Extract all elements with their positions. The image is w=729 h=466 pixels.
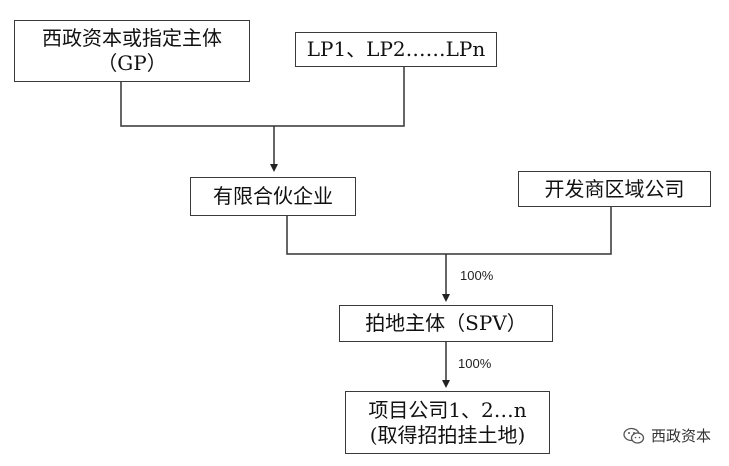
- percentage-label-spv: 100%: [460, 268, 494, 283]
- watermark: 西政资本: [623, 425, 711, 446]
- partnership-box-label: 有限合伙企业: [213, 184, 333, 208]
- gp-box: 西政资本或指定主体 （GP）: [14, 20, 250, 82]
- gp-box-line2: （GP）: [97, 51, 167, 75]
- spv-box-label: 拍地主体（SPV）: [365, 311, 527, 335]
- developer-box-label: 开发商区域公司: [544, 176, 685, 201]
- gp-box-line1: 西政资本或指定主体: [42, 26, 222, 50]
- project-box-line1: 项目公司1、2…n: [368, 397, 527, 422]
- connector-gp-lp: [120, 67, 405, 127]
- lp-box: LP1、LP2……LPn: [295, 32, 497, 67]
- project-box-line2: (取得招拍挂土地): [369, 422, 526, 447]
- spv-box: 拍地主体（SPV）: [339, 305, 553, 342]
- partnership-box: 有限合伙企业: [190, 177, 356, 216]
- lp-box-label: LP1、LP2……LPn: [306, 37, 486, 61]
- connector-partnership-developer: [286, 207, 612, 255]
- percentage-label-project: 100%: [458, 356, 492, 371]
- project-box: 项目公司1、2…n (取得招拍挂土地): [345, 391, 550, 454]
- developer-box: 开发商区域公司: [518, 171, 711, 207]
- wechat-icon: [623, 427, 645, 444]
- watermark-label: 西政资本: [650, 427, 711, 445]
